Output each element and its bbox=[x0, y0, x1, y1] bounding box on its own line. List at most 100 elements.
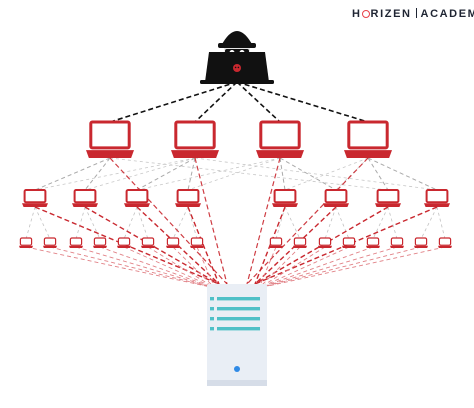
laptop-screen bbox=[43, 237, 57, 246]
link-handler-to-target bbox=[109, 157, 228, 285]
laptop-base bbox=[390, 245, 404, 248]
handler-laptop-icon bbox=[344, 120, 392, 158]
laptop-base bbox=[86, 150, 134, 158]
agent-laptop-icon bbox=[22, 189, 48, 207]
zombie-laptop-icon bbox=[366, 237, 380, 248]
link-agent-to-zombie bbox=[324, 206, 337, 240]
laptop-screen bbox=[438, 237, 452, 246]
server-led-small bbox=[210, 297, 214, 301]
laptop-base bbox=[124, 203, 150, 207]
laptop-screen bbox=[69, 237, 83, 246]
server-led-small bbox=[210, 317, 214, 321]
laptop-screen bbox=[273, 189, 297, 204]
link-zombie-to-target bbox=[196, 246, 216, 289]
laptop-base bbox=[175, 203, 201, 207]
link-handler-to-agent bbox=[84, 157, 196, 191]
server-led-small bbox=[210, 307, 214, 311]
link-agent-to-zombie bbox=[136, 206, 149, 240]
link-zombie-to-target bbox=[258, 246, 301, 289]
laptop-base bbox=[269, 245, 283, 248]
laptop-screen bbox=[174, 120, 216, 150]
laptop-screen bbox=[318, 237, 332, 246]
zombie-laptop-icon bbox=[318, 237, 332, 248]
laptop-screen bbox=[89, 120, 131, 150]
hacker-laptop-base bbox=[200, 80, 274, 84]
link-zombie-to-target bbox=[258, 246, 277, 289]
laptop-base bbox=[323, 203, 349, 207]
zombie-laptop-icon bbox=[293, 237, 307, 248]
link-attacker-to-handler bbox=[194, 81, 238, 123]
laptop-base bbox=[43, 245, 57, 248]
link-handler-to-agent bbox=[279, 157, 286, 191]
link-zombie-to-target bbox=[258, 246, 374, 289]
server-foot bbox=[207, 380, 267, 386]
handler-laptop-icon bbox=[256, 120, 304, 158]
link-handler-to-agent bbox=[335, 157, 369, 191]
laptop-base bbox=[256, 150, 304, 158]
server-power-led bbox=[234, 366, 240, 372]
link-agent-to-zombie bbox=[420, 206, 438, 240]
laptop-base bbox=[171, 150, 219, 158]
link-handler-to-agent bbox=[34, 157, 196, 191]
link-zombie-to-target bbox=[258, 246, 326, 289]
hacker-icon bbox=[200, 31, 274, 84]
laptop-base bbox=[318, 245, 332, 248]
skull-eye bbox=[234, 66, 237, 69]
laptop-screen bbox=[425, 189, 449, 204]
laptop-base bbox=[366, 245, 380, 248]
laptop-base bbox=[166, 245, 180, 248]
laptop-screen bbox=[376, 189, 400, 204]
agent-laptop-icon bbox=[124, 189, 150, 207]
server-drive-bar bbox=[217, 327, 260, 331]
laptop-screen bbox=[269, 237, 283, 246]
laptop-base bbox=[375, 203, 401, 207]
link-agent-to-zombie bbox=[123, 206, 138, 240]
link-agent-to-target bbox=[187, 206, 220, 285]
link-attacker-to-handler bbox=[236, 81, 281, 123]
link-zombie-to-target bbox=[123, 246, 216, 289]
zombie-laptop-icon bbox=[438, 237, 452, 248]
hacker-hat bbox=[221, 31, 253, 46]
link-handler-to-agent bbox=[284, 157, 369, 191]
link-agent-to-zombie bbox=[172, 206, 189, 240]
link-handler-to-agent bbox=[279, 157, 337, 191]
link-handler-to-target bbox=[194, 157, 228, 285]
link-handler-to-agent bbox=[136, 157, 281, 191]
laptop-base bbox=[117, 245, 131, 248]
laptop-screen bbox=[23, 189, 47, 204]
network-nodes bbox=[19, 31, 452, 386]
zombie-laptop-icon bbox=[342, 237, 356, 248]
laptop-base bbox=[69, 245, 83, 248]
link-attacker-to-handler bbox=[109, 81, 238, 123]
laptop-screen bbox=[73, 189, 97, 204]
logo-o-mark-icon bbox=[362, 9, 371, 18]
laptop-screen bbox=[125, 189, 149, 204]
link-agent-to-target bbox=[254, 206, 337, 285]
laptop-base bbox=[141, 245, 155, 248]
laptop-base bbox=[272, 203, 298, 207]
horizen-academy-logo: HRIZENACADEMY bbox=[352, 8, 474, 20]
agent-laptop-icon bbox=[323, 189, 349, 207]
hacker-hat-brim bbox=[218, 43, 256, 48]
link-agent-to-zombie bbox=[436, 206, 446, 240]
zombie-laptop-icon bbox=[414, 237, 428, 248]
server-drive-bar bbox=[217, 297, 260, 301]
laptop-base bbox=[344, 150, 392, 158]
laptop-screen bbox=[414, 237, 428, 246]
link-handler-to-target bbox=[246, 157, 281, 285]
server-drive-bar bbox=[217, 317, 260, 321]
zombie-laptop-icon bbox=[269, 237, 283, 248]
link-handler-to-agent bbox=[187, 157, 196, 191]
laptop-screen bbox=[366, 237, 380, 246]
link-handler-to-agent bbox=[367, 157, 438, 191]
laptop-base bbox=[342, 245, 356, 248]
laptop-base bbox=[93, 245, 107, 248]
zombie-laptop-icon bbox=[190, 237, 204, 248]
laptop-screen bbox=[117, 237, 131, 246]
laptop-screen bbox=[293, 237, 307, 246]
laptop-base bbox=[19, 245, 33, 248]
link-agent-to-zombie bbox=[34, 206, 51, 240]
link-zombie-to-target bbox=[147, 246, 216, 289]
